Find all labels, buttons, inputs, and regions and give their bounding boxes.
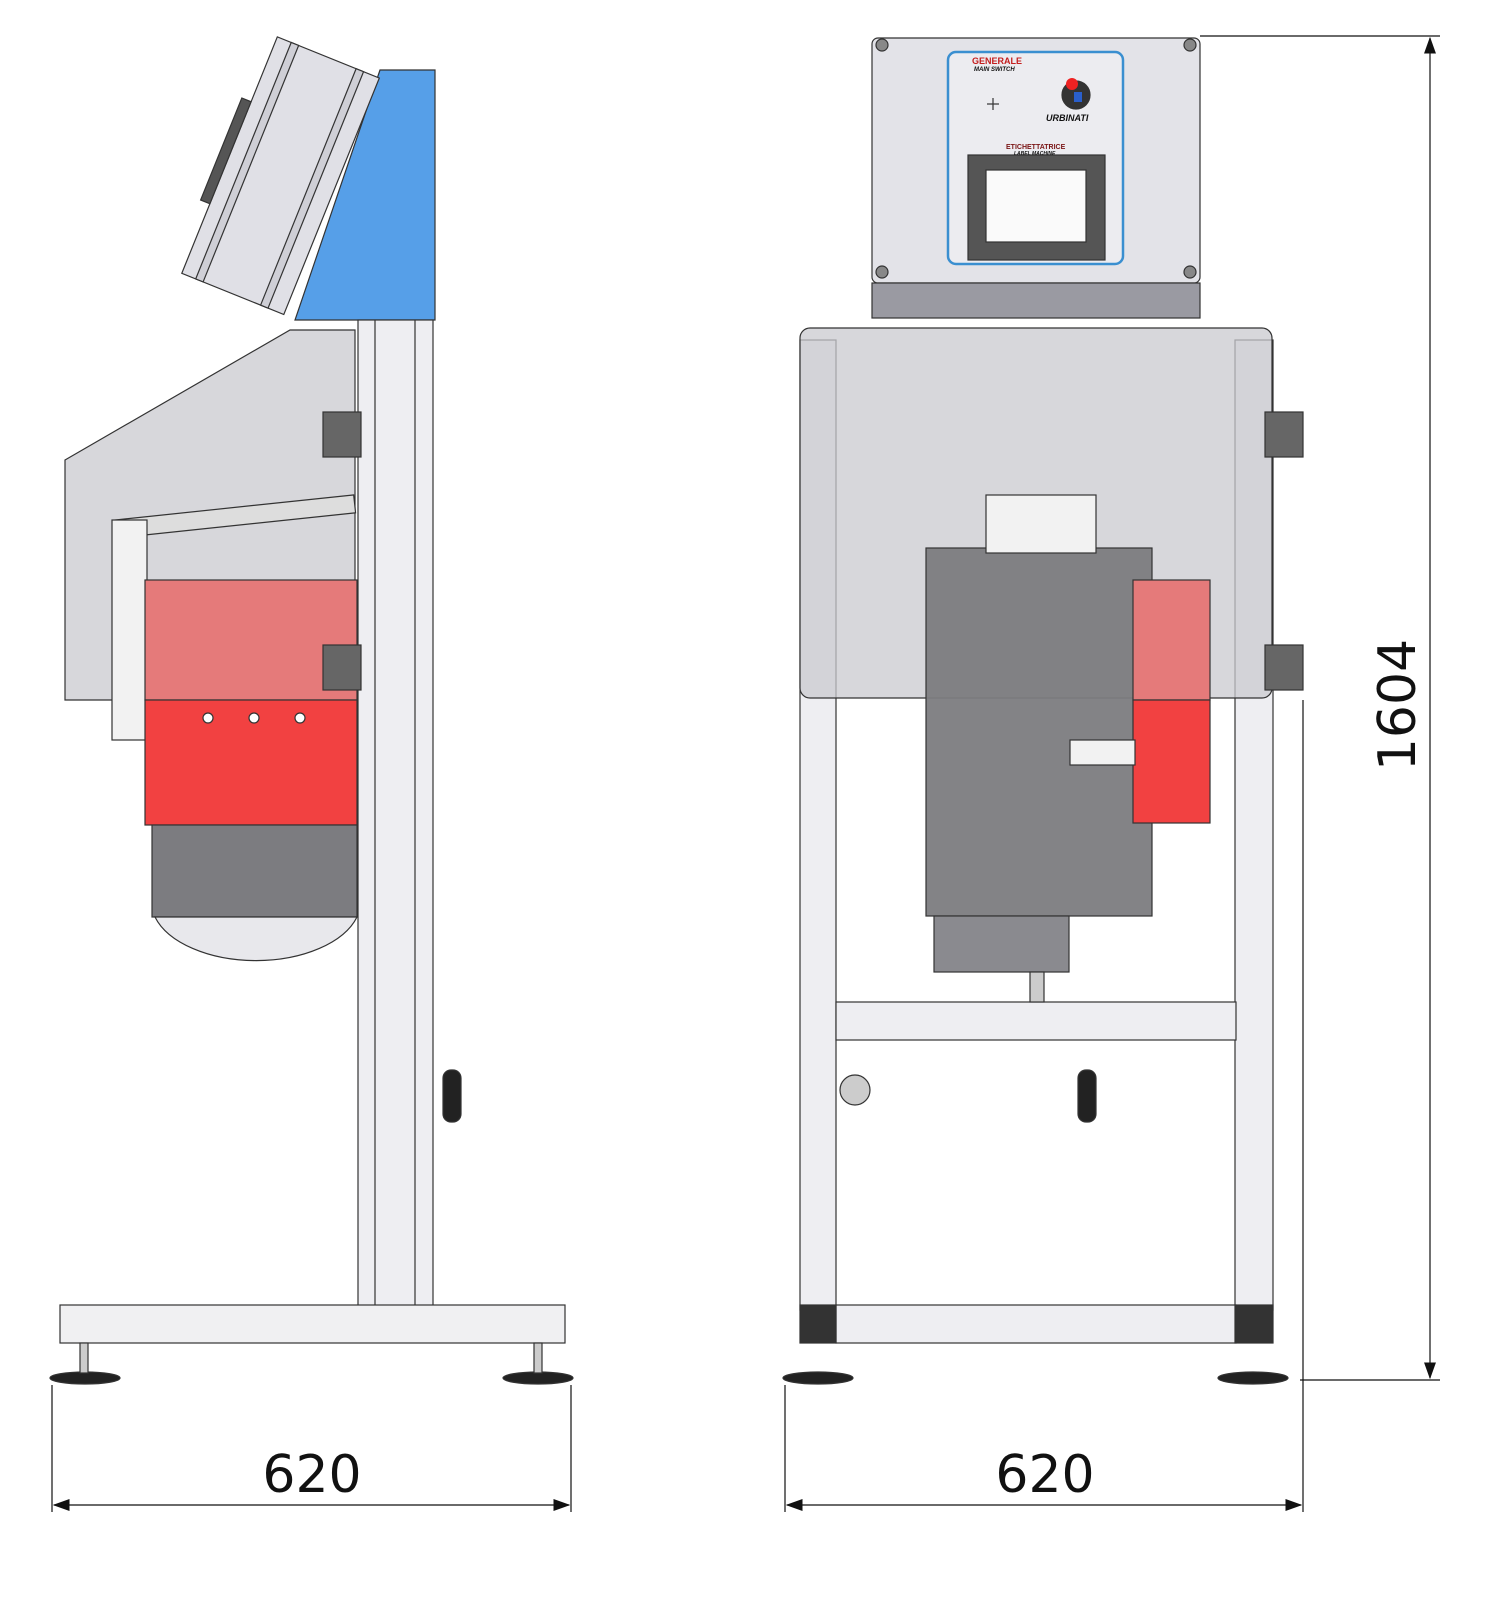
label-head-front-upper: [1132, 579, 1211, 701]
motor-front: [925, 547, 1153, 917]
blue-cabinet-bracket: [294, 69, 436, 321]
main-switch-label: GENERALE: [972, 56, 1022, 66]
machine-label: ETICHETTATRICE: [1006, 144, 1066, 151]
label-head-front: [1132, 699, 1211, 824]
motor-side: [151, 824, 358, 918]
dimension-lines: [51, 35, 1440, 1512]
side-width-dimension: 620: [262, 1445, 361, 1505]
height-dimension: 1604: [1368, 639, 1428, 771]
urbinati-logo-icon: [1061, 78, 1091, 110]
machine-sublabel: LABEL MACHINE: [1014, 151, 1056, 157]
side-column: [357, 319, 434, 1311]
main-switch-mark: [987, 98, 999, 110]
side-base: [59, 1304, 566, 1344]
front-width-dimension: 620: [995, 1445, 1094, 1505]
label-reel-side: [154, 916, 358, 962]
control-box-side: [181, 36, 381, 316]
front-view: [782, 37, 1304, 1385]
hmi-screen[interactable]: [985, 169, 1087, 243]
main-switch-sublabel: MAIN SWITCH: [974, 67, 1015, 73]
brand-name: URBINATI: [1046, 113, 1089, 123]
side-view: [49, 36, 574, 1385]
